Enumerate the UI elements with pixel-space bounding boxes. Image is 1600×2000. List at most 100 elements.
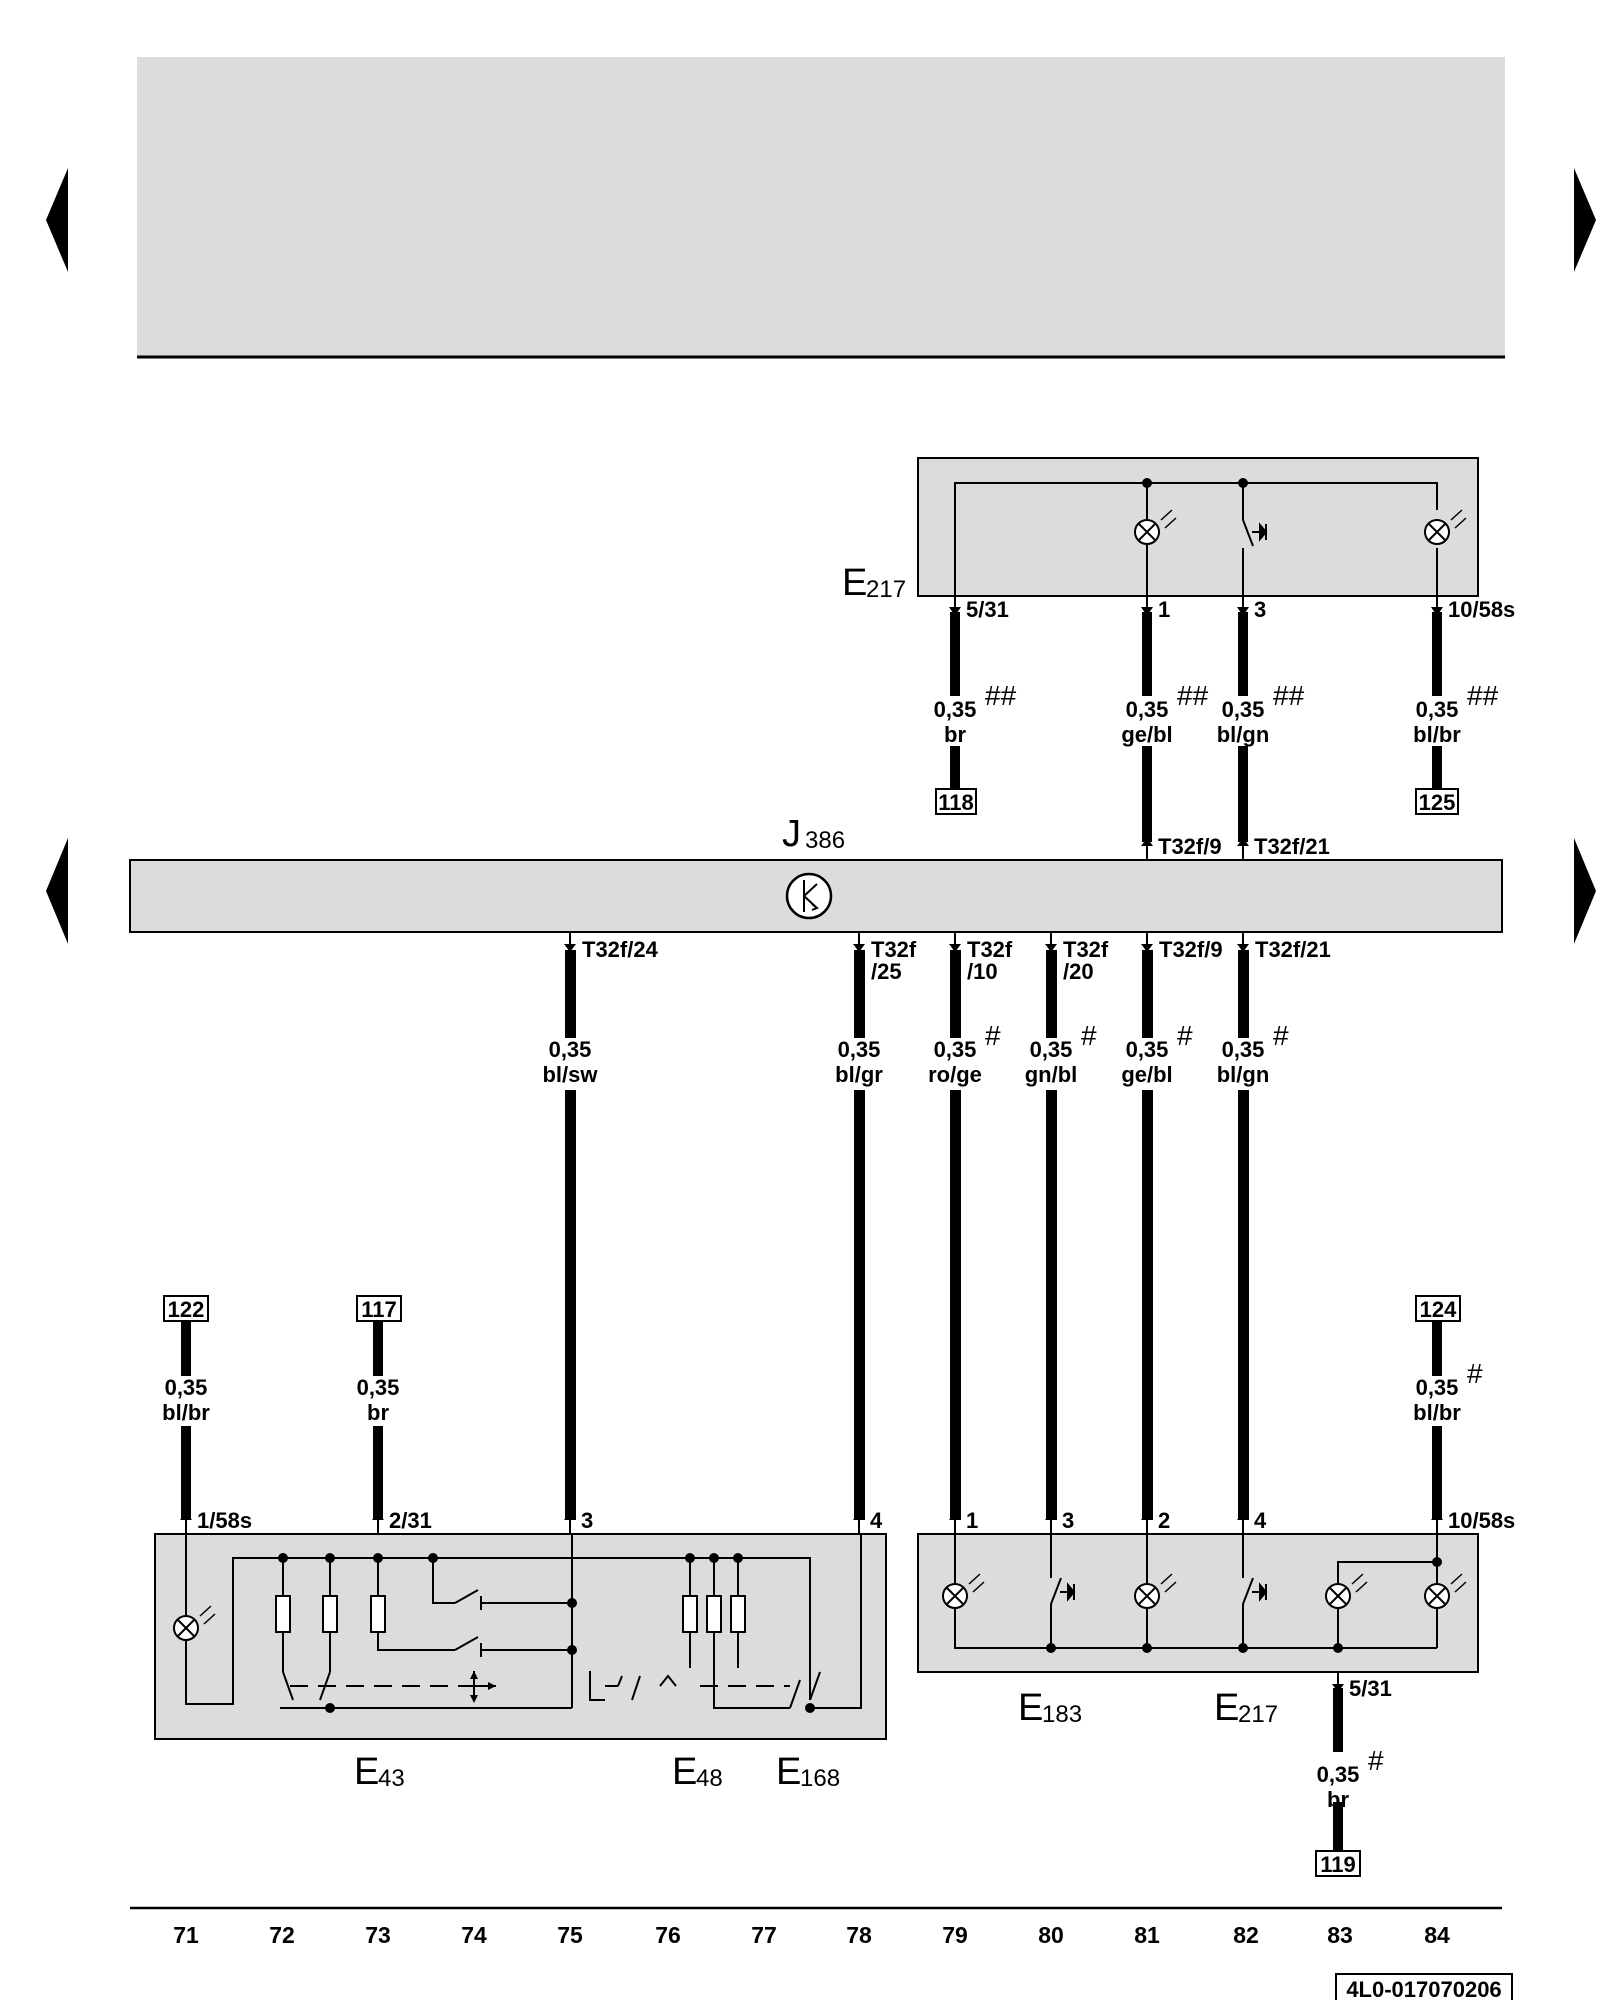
resistor-icon	[370, 1595, 386, 1633]
prev-page-arrow-mid[interactable]	[46, 838, 68, 944]
prev-page-arrow-top[interactable]	[46, 168, 68, 272]
lamp-icon	[1134, 509, 1177, 545]
pin-label: 1/58s	[197, 1508, 252, 1533]
wire-color: bl/br	[162, 1400, 210, 1425]
pin-label: 2	[1158, 1508, 1170, 1533]
wire-gauge: 0,35	[934, 697, 977, 722]
e168-letter: E	[776, 1751, 801, 1793]
wire	[1046, 950, 1057, 1038]
pin-label: T32f/24	[582, 937, 659, 962]
e183-letter: E	[1018, 1687, 1043, 1729]
next-page-arrow-mid[interactable]	[1574, 838, 1596, 944]
ref-118-text[interactable]: 118	[938, 790, 974, 815]
e217-bottom-letter: E	[1214, 1687, 1239, 1729]
column-number: 81	[1134, 1922, 1160, 1948]
resistor-icon	[322, 1595, 338, 1633]
switch-module-e183	[917, 1533, 1479, 1673]
wire-mark: ##	[1273, 680, 1305, 711]
ref-box-118[interactable]	[935, 788, 977, 815]
wire-color: br	[1327, 1787, 1349, 1812]
column-number: 78	[846, 1922, 872, 1948]
ref-119-text[interactable]: 119	[1320, 1852, 1356, 1877]
ref-117-text[interactable]: 117	[361, 1297, 397, 1322]
e168-sub: 168	[800, 1765, 840, 1792]
wire-mark: #	[1467, 1358, 1483, 1389]
wire-gauge: 0,35	[934, 1037, 977, 1062]
wire-gauge: 0,35	[838, 1037, 881, 1062]
switch-icon	[1050, 1577, 1076, 1605]
wire	[854, 1090, 865, 1520]
wire-color: bl/br	[1413, 722, 1461, 747]
pin-label: /10	[967, 959, 998, 984]
ref-box-125[interactable]	[1415, 788, 1459, 815]
wire	[181, 1322, 191, 1376]
wire-gauge: 0,35	[1317, 1762, 1360, 1787]
pin-label: 1	[966, 1508, 978, 1533]
wire	[565, 1090, 576, 1520]
column-number: 79	[942, 1922, 968, 1948]
e48-sub: 48	[696, 1765, 723, 1792]
wire	[950, 746, 960, 788]
e217-top-letter: E	[842, 562, 867, 604]
wire-gauge: 0,35	[1030, 1037, 1073, 1062]
doc-id-box	[1335, 1973, 1513, 2000]
wire	[1142, 950, 1153, 1038]
e183-sub: 183	[1042, 1701, 1082, 1728]
wire	[1238, 1090, 1249, 1520]
e217-bottom-sub: 217	[1238, 1701, 1278, 1728]
wire-color: bl/gn	[1217, 1062, 1270, 1087]
ref-122-text[interactable]: 122	[168, 1297, 205, 1322]
ref-box-122[interactable]	[163, 1295, 209, 1322]
e217-top-sub: 217	[866, 576, 906, 603]
wire-mark: ##	[1177, 680, 1209, 711]
pin-label: T32f	[1063, 937, 1109, 962]
ref-125-text[interactable]: 125	[1419, 790, 1456, 815]
wire-gauge: 0,35	[357, 1375, 400, 1400]
resistor-icon	[682, 1595, 698, 1633]
column-number: 83	[1327, 1922, 1353, 1948]
wire-color: br	[944, 722, 966, 747]
resistor-icon	[730, 1595, 746, 1633]
pin-label: 5/31	[1349, 1676, 1392, 1701]
wire	[1238, 746, 1248, 842]
wire-color: br	[367, 1400, 389, 1425]
wire-color: ro/ge	[928, 1062, 982, 1087]
wire	[373, 1322, 383, 1376]
wire-gauge: 0,35	[1126, 1037, 1169, 1062]
pin-label: /20	[1063, 959, 1094, 984]
wire-mark: #	[985, 1020, 1001, 1051]
column-number: 80	[1038, 1922, 1064, 1948]
pin-label: 3	[581, 1508, 593, 1533]
ref-124-text[interactable]: 124	[1420, 1297, 1457, 1322]
wire	[1333, 1688, 1343, 1752]
wire	[950, 950, 961, 1038]
j386-sub: 386	[805, 827, 845, 854]
pin-label: 1	[1158, 597, 1170, 622]
e48-letter: E	[672, 1751, 697, 1793]
wire	[373, 1426, 383, 1520]
wire-mark: #	[1177, 1020, 1193, 1051]
pin-label: 3	[1254, 597, 1266, 622]
lamp-icon	[173, 1605, 216, 1641]
pin-label: 10/58s	[1448, 597, 1515, 622]
wire-gauge: 0,35	[1126, 697, 1169, 722]
pin-label: 4	[1254, 1508, 1267, 1533]
wire	[1333, 1802, 1343, 1850]
ref-box-117[interactable]	[356, 1295, 402, 1322]
wire-gauge: 0,35	[165, 1375, 208, 1400]
pin-label: T32f	[871, 937, 917, 962]
wire-color: bl/sw	[542, 1062, 598, 1087]
column-number: 75	[557, 1922, 583, 1948]
e43-sub: 43	[378, 1765, 405, 1792]
ref-box-124[interactable]	[1415, 1295, 1461, 1322]
column-number: 72	[269, 1922, 295, 1948]
wire-color: bl/gr	[835, 1062, 883, 1087]
transistor-icon	[785, 872, 833, 920]
wire	[1432, 1426, 1442, 1520]
wire	[1238, 950, 1249, 1038]
e43-letter: E	[354, 1751, 379, 1793]
ref-box-119[interactable]	[1315, 1850, 1361, 1877]
pin-label: 4	[870, 1508, 883, 1533]
next-page-arrow-top[interactable]	[1574, 168, 1596, 272]
